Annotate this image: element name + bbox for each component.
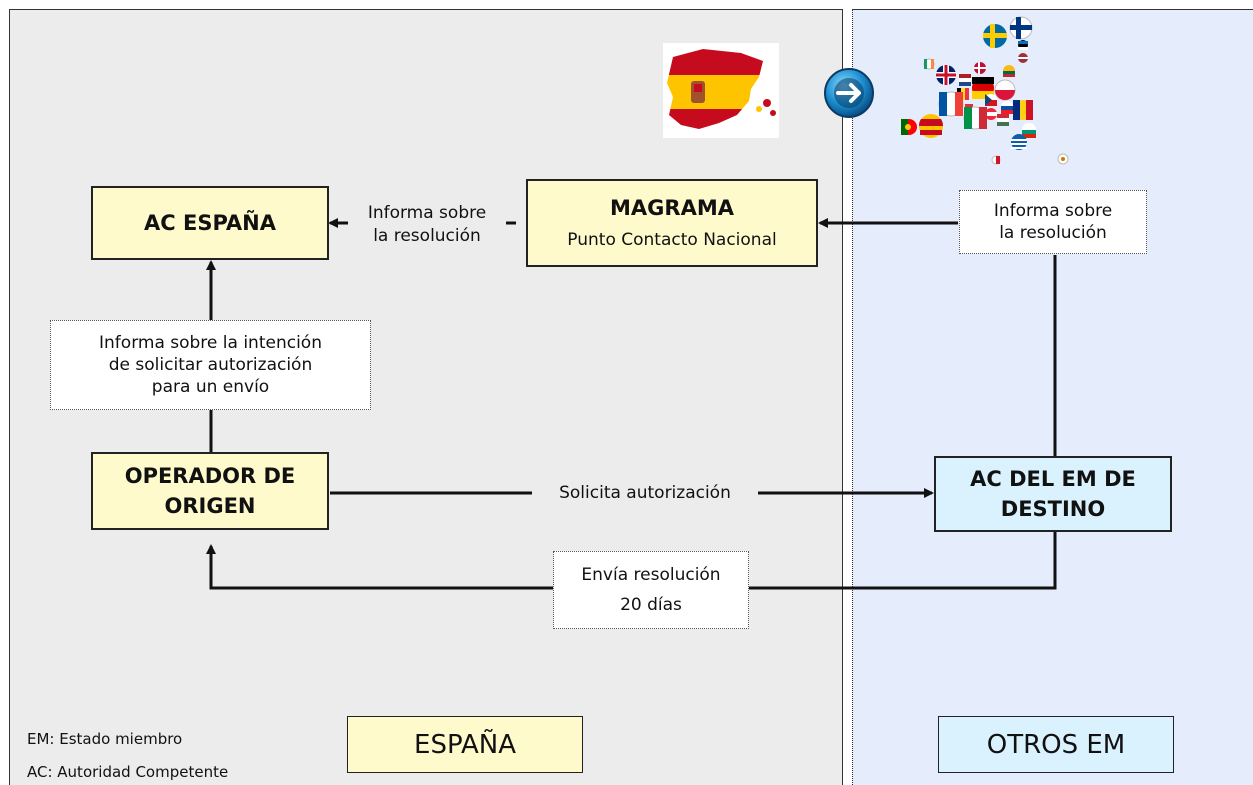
legend-em: EM: Estado miembro bbox=[27, 730, 183, 748]
ac-espana-label: AC ESPAÑA bbox=[144, 211, 276, 235]
magrama-box: MAGRAMA Punto Contacto Nacional bbox=[526, 179, 818, 267]
eu-flags-cluster-icon bbox=[895, 12, 1075, 172]
informa-right-line-1: Informa sobre bbox=[993, 201, 1113, 221]
magrama-subtitle: Punto Contacto Nacional bbox=[567, 230, 777, 250]
operador-origen-box: OPERADOR DE ORIGEN bbox=[91, 452, 329, 530]
ac-destino-line-2: DESTINO bbox=[1000, 497, 1106, 521]
informa-right-line-2: la resolución bbox=[999, 223, 1107, 243]
arrow-right-circle-icon bbox=[823, 67, 875, 119]
intencion-line-2: de solicitar autorización bbox=[108, 355, 313, 375]
operador-line-1: OPERADOR DE bbox=[124, 464, 296, 488]
espana-country-label: ESPAÑA bbox=[347, 716, 583, 773]
ac-espana-box: AC ESPAÑA bbox=[91, 186, 329, 260]
magrama-title: MAGRAMA bbox=[610, 196, 734, 220]
intencion-line-3: para un envío bbox=[151, 377, 270, 397]
intencion-line-1: Informa sobre la intención bbox=[99, 333, 322, 353]
spain-map-flag-icon bbox=[663, 43, 779, 138]
legend-ac: AC: Autoridad Competente bbox=[27, 763, 229, 781]
ac-destino-box: AC DEL EM DE DESTINO bbox=[934, 456, 1172, 532]
envia-resolucion-note: Envía resolución 20 días bbox=[553, 551, 749, 629]
operador-line-2: ORIGEN bbox=[164, 494, 256, 518]
envia-line-2: 20 días bbox=[620, 595, 682, 615]
informa-resolucion-left-label: Informa sobre la resolución bbox=[348, 202, 506, 248]
solicita-autorizacion-label: Solicita autorización bbox=[532, 482, 758, 504]
ac-destino-line-1: AC DEL EM DE bbox=[970, 467, 1136, 491]
informa-left-line-1: Informa sobre bbox=[367, 203, 487, 223]
envia-line-1: Envía resolución bbox=[581, 565, 721, 585]
other-member-states-panel bbox=[852, 9, 1253, 785]
informa-left-line-2: la resolución bbox=[373, 226, 481, 246]
intencion-note: Informa sobre la intención de solicitar … bbox=[50, 320, 371, 410]
otros-em-country-label: OTROS EM bbox=[938, 716, 1174, 773]
informa-resolucion-right-note: Informa sobre la resolución bbox=[959, 190, 1147, 254]
